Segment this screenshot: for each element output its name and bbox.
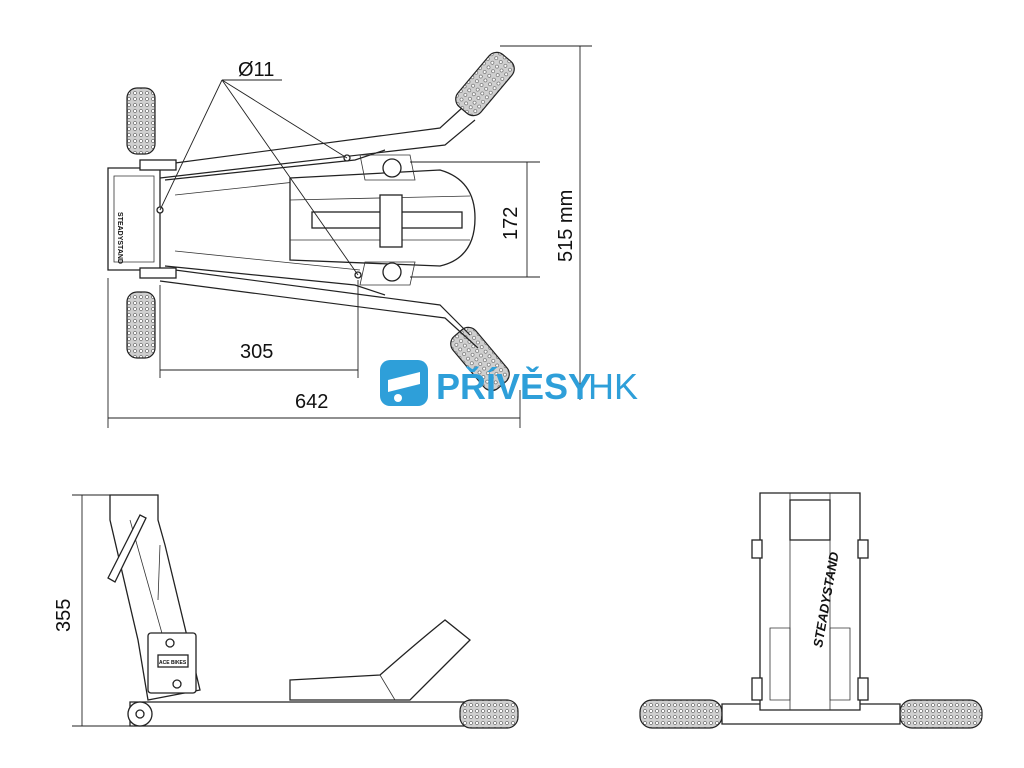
side-front-grip <box>459 699 519 729</box>
rear-left-grip <box>639 699 723 729</box>
total-width-label: 515 mm <box>555 190 577 262</box>
trailer-logo-icon <box>380 360 428 406</box>
watermark-suffix: HK <box>588 366 638 407</box>
total-length-label: 642 <box>295 391 328 413</box>
inner-length-label: 305 <box>240 341 273 363</box>
plate-label: ACE BIKES <box>159 660 187 666</box>
wheel-width-label: 172 <box>500 207 522 240</box>
stand-label-top: STEADYSTAND <box>116 212 123 264</box>
side-view: ACE BIKES 355 <box>53 494 519 729</box>
front-grip-top <box>455 51 515 117</box>
height-label: 355 <box>53 599 75 632</box>
hole-diameter-label: Ø11 <box>238 59 274 81</box>
rear-view: STEADYSTAND <box>639 492 983 729</box>
front-grip-bottom <box>450 326 510 392</box>
rear-right-grip <box>899 699 983 729</box>
top-view: STEADYSTAND Ø11 172 515 mm 305 <box>107 45 592 428</box>
left-grip <box>126 87 156 155</box>
right-grip <box>126 291 156 359</box>
watermark-brand: PŘÍVĚSY <box>436 365 592 407</box>
watermark: PŘÍVĚSY HK <box>380 360 638 407</box>
